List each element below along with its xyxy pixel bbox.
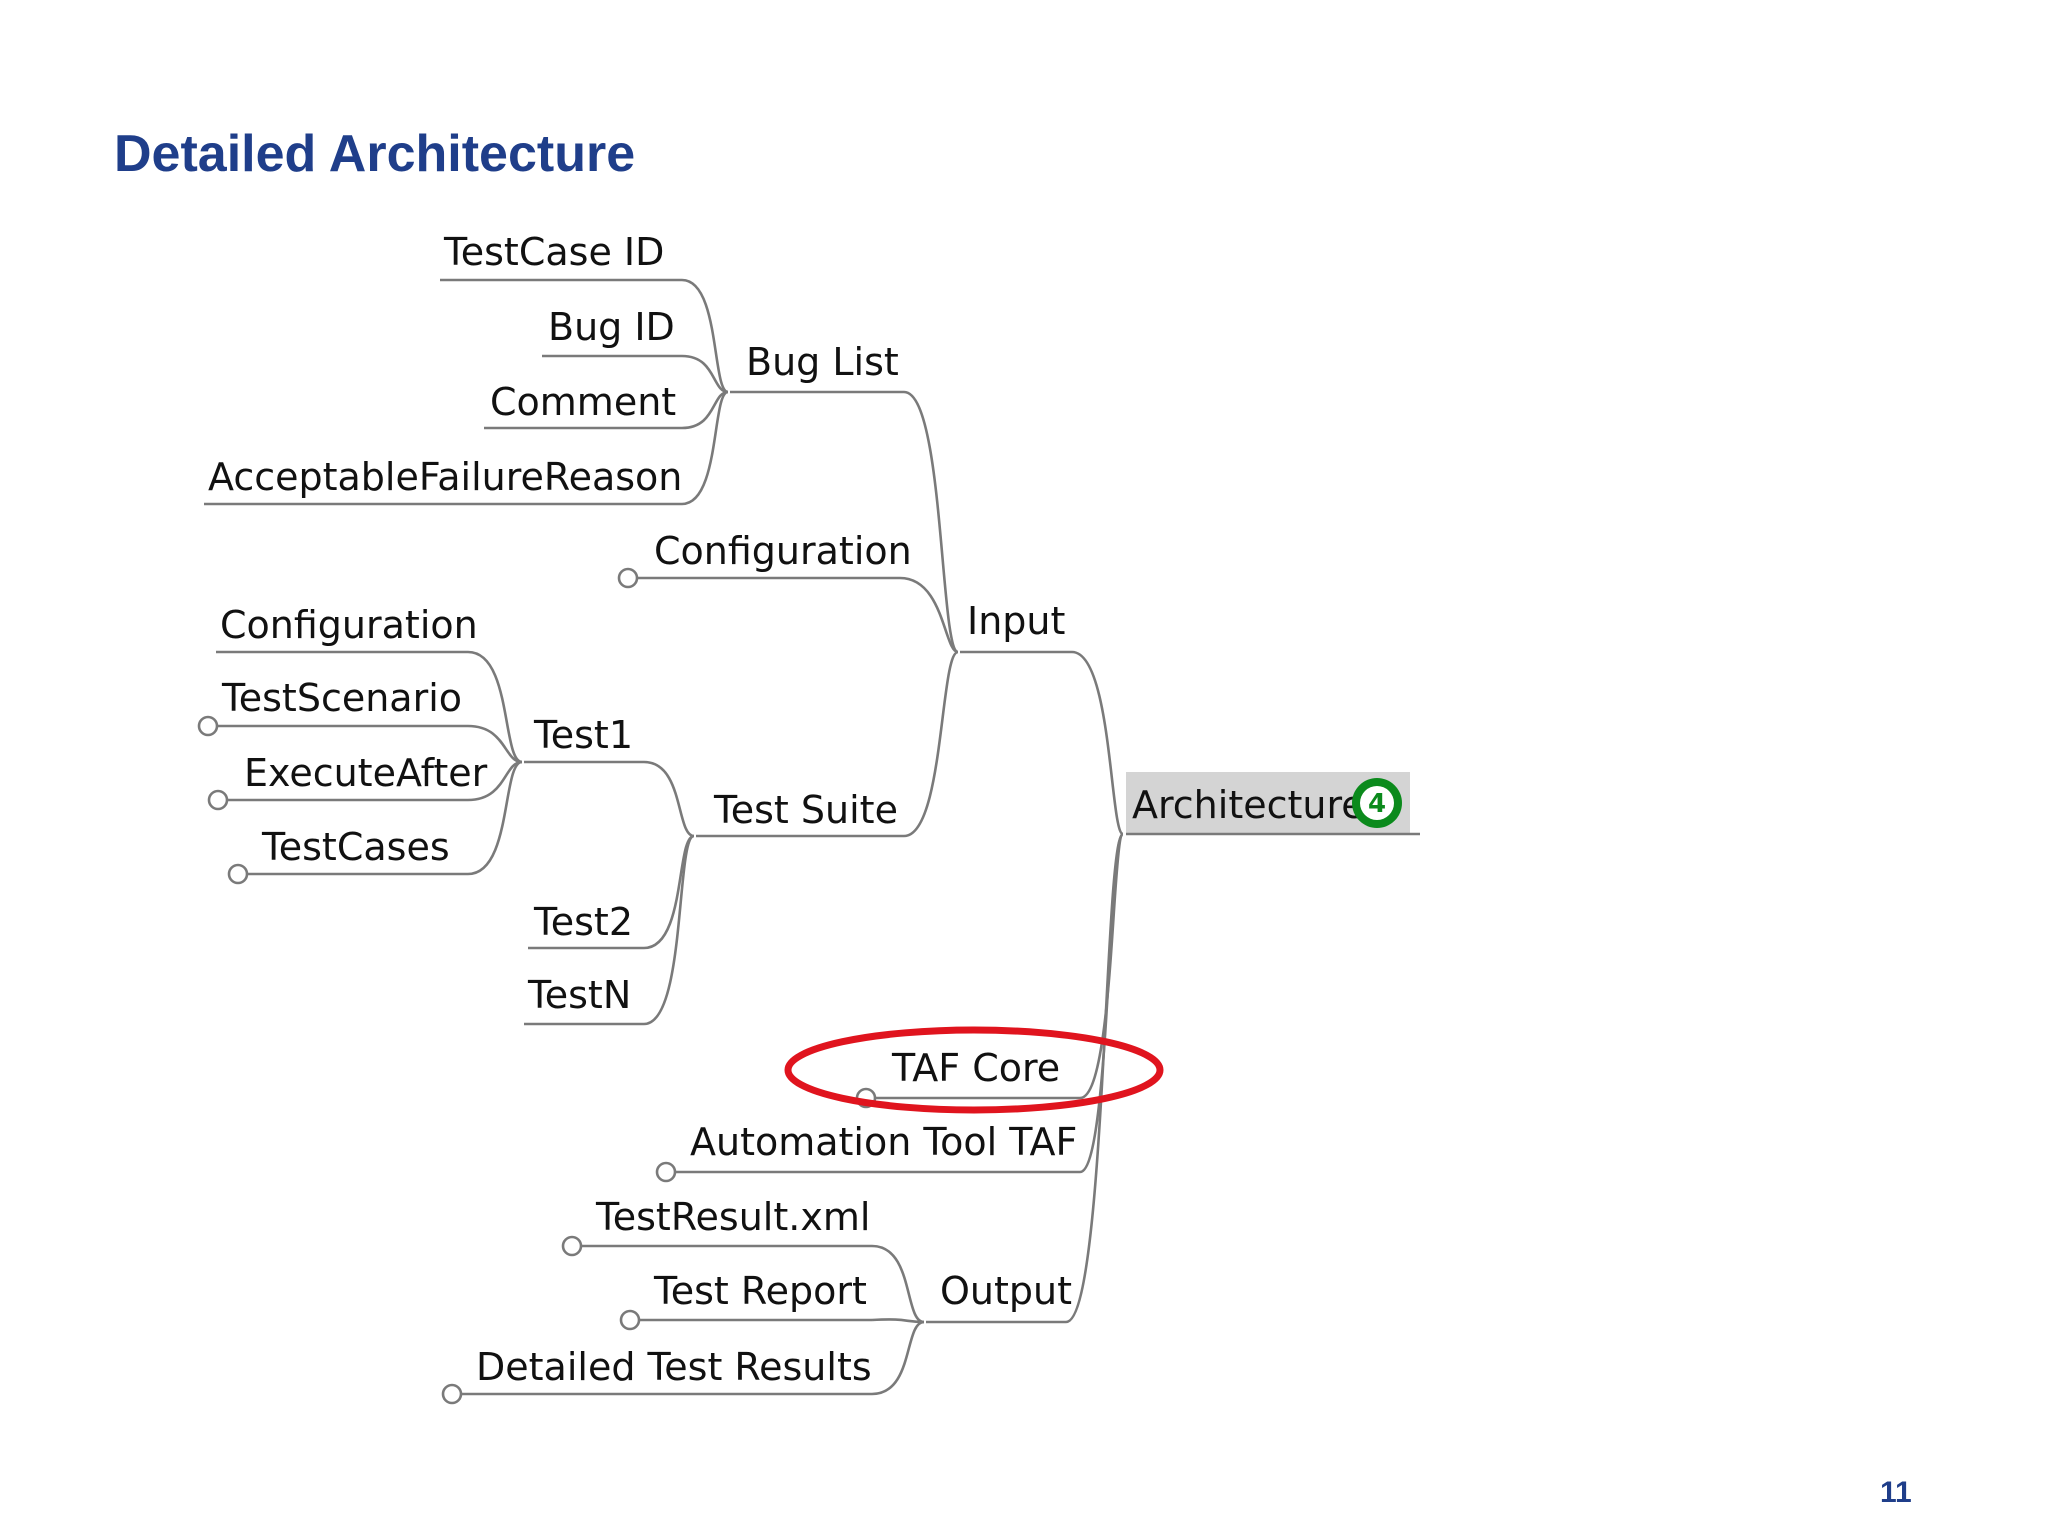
node-acceptable-failure-reason: AcceptableFailureReason — [208, 455, 682, 499]
test-scenario-fold-icon[interactable] — [197, 715, 219, 737]
edge-root-output — [1065, 832, 1125, 1324]
edge-test1-configuration — [467, 650, 523, 764]
root-node-label: Architecture — [1132, 783, 1365, 827]
node-test-cases: TestCases — [261, 825, 450, 869]
test-cases-fold-icon[interactable] — [227, 863, 249, 885]
edge-bug-list-bug-id — [681, 354, 729, 394]
edge-input-test-suite — [903, 650, 959, 838]
node-automation-tool: Automation Tool TAF — [690, 1120, 1077, 1164]
edge-input-configuration — [899, 576, 959, 654]
priority-badge-inner — [1360, 786, 1394, 820]
node-test-suite: Test Suite — [713, 788, 898, 832]
priority-badge-label: 4 — [1368, 789, 1386, 819]
edge-input-bug-list — [903, 390, 960, 654]
edge-output-detailed-results — [871, 1320, 925, 1396]
node-test1-configuration: Configuration — [220, 603, 478, 647]
node-output: Output — [940, 1269, 1072, 1313]
node-bug-list: Bug List — [746, 340, 899, 384]
page-number: 11 — [1880, 1476, 1912, 1509]
edge-test-suite-test1 — [643, 760, 695, 838]
input-configuration-fold-icon[interactable] — [617, 567, 639, 589]
node-testn: TestN — [527, 973, 631, 1017]
node-execute-after: ExecuteAfter — [244, 751, 488, 795]
node-testcase-id: TestCase ID — [443, 230, 664, 274]
edge-output-test-report — [871, 1318, 925, 1324]
node-comment: Comment — [490, 380, 676, 424]
edge-test1-test-scenario — [467, 724, 523, 764]
edge-root-input — [1071, 650, 1125, 836]
test-report-fold-icon[interactable] — [619, 1309, 641, 1331]
edge-bug-list-acceptable-failure — [681, 390, 729, 506]
detailed-results-fold-icon[interactable] — [441, 1383, 463, 1405]
edge-test-suite-testn — [643, 834, 695, 1026]
node-bug-id: Bug ID — [548, 305, 675, 349]
edge-bug-list-comment — [681, 390, 729, 430]
node-input: Input — [967, 599, 1065, 643]
node-detailed-test-results: Detailed Test Results — [476, 1345, 872, 1389]
automation-tool-fold-icon[interactable] — [655, 1161, 677, 1183]
node-taf-core: TAF Core — [891, 1046, 1060, 1090]
edge-bug-list-testcase-id — [681, 278, 729, 394]
edge-output-test-result-xml — [871, 1244, 925, 1324]
execute-after-fold-icon[interactable] — [207, 789, 229, 811]
node-test-result-xml: TestResult.xml — [595, 1195, 870, 1239]
test-result-xml-fold-icon[interactable] — [561, 1235, 583, 1257]
edge-test1-test-cases — [467, 760, 523, 876]
slide-title: Detailed Architecture — [114, 125, 636, 183]
highlight-ellipse — [784, 1026, 1164, 1114]
node-test1: Test1 — [533, 713, 633, 757]
node-test2: Test2 — [533, 900, 633, 944]
node-input-configuration: Configuration — [654, 529, 912, 573]
node-test-scenario: TestScenario — [221, 676, 462, 720]
node-test-report: Test Report — [653, 1269, 867, 1313]
